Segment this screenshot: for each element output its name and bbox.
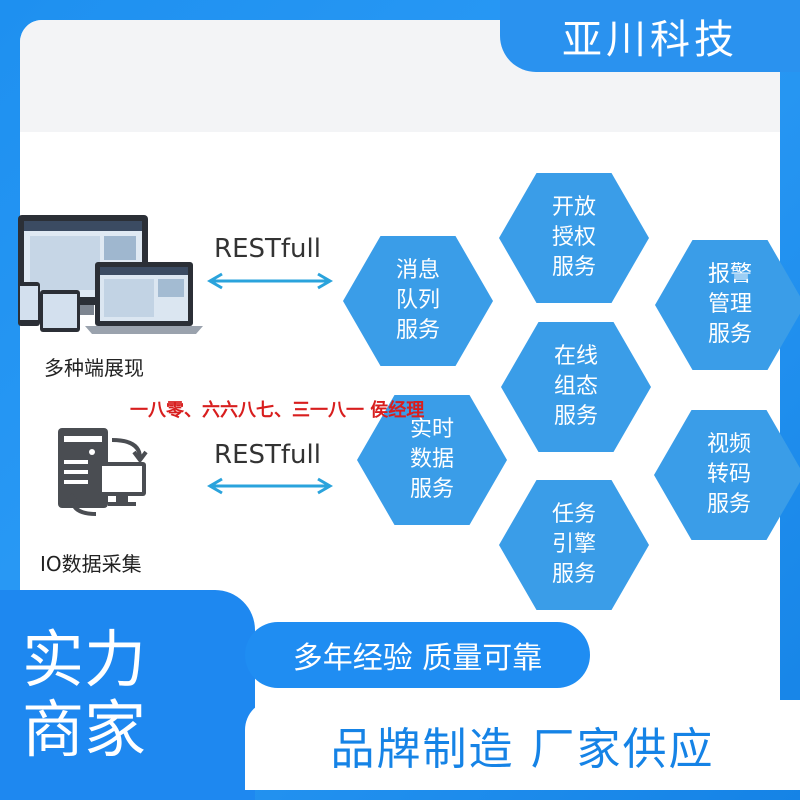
hex-line: 引擎 [551,532,596,557]
hex-line: 服务 [553,404,598,429]
hex-line: 服务 [551,255,596,280]
restful-label-bottom: RESTfull [214,440,321,470]
hex-line: 在线 [553,344,598,369]
hex-line: 授权 [551,225,596,250]
promo-brand-banner: 品牌制造 厂家供应 [245,700,800,790]
tablet-icon [40,290,80,332]
top-double-arrow [207,272,333,290]
promo-experience-banner: 多年经验 质量可靠 [245,622,590,688]
hex-line: 服务 [706,492,751,517]
restful-label-top: RESTfull [214,234,321,264]
hex-line: 任务 [551,502,596,527]
server-pc-icon [58,428,148,516]
bottom-double-arrow [207,477,333,495]
hex-line: 视频 [706,432,751,457]
hex-line: 报警 [707,262,752,287]
hex-line: 开放 [551,195,596,220]
hex-line: 服务 [395,318,440,343]
promo-strength-badge: 实力 商家 [0,590,255,800]
hex-line: 服务 [707,322,752,347]
hex-line: 消息 [395,258,440,283]
contact-watermark: 一八零、六六八七、三一八一 侯经理 [130,400,425,421]
hex-line: 组态 [553,374,598,399]
hex-line: 转码 [706,462,751,487]
phone-icon [18,282,40,326]
multi-terminal-label: 多种端展现 [44,356,144,380]
brand-badge: 亚川科技 [500,0,800,72]
hex-line: 服务 [551,562,596,587]
promo-left-line2: 商家 [22,693,147,766]
hex-line: 管理 [707,292,752,317]
laptop-icon [85,262,203,334]
promo-left-line1: 实力 [22,623,147,696]
io-collection-label: IO数据采集 [40,552,142,576]
hex-line: 数据 [409,447,454,472]
hex-line: 服务 [409,477,454,502]
hex-line: 实时 [409,417,454,442]
hex-line: 队列 [395,288,440,313]
